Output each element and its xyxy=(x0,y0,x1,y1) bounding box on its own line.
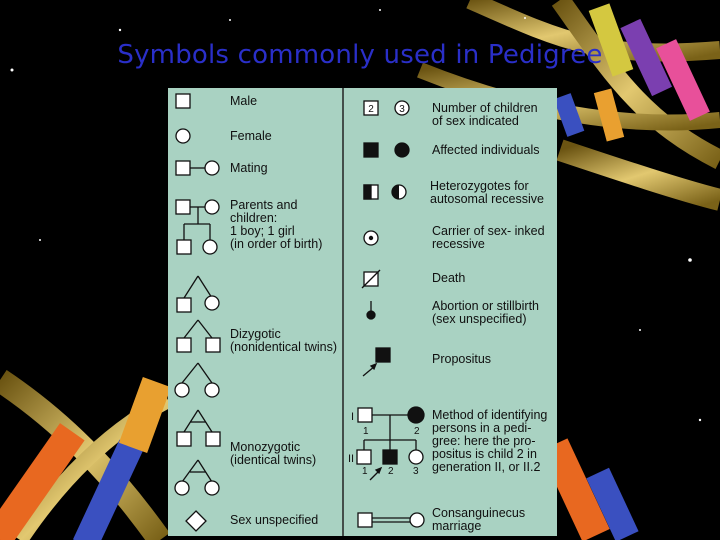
male-count: 2 xyxy=(368,104,374,115)
label-female: Female xyxy=(230,129,272,143)
slide-title: Symbols commonly used in Pedigree xyxy=(117,40,603,70)
child-three-number: 3 xyxy=(413,466,419,477)
label-monozygotic: Monozygotic (identical twins) xyxy=(230,440,317,467)
pedigree-symbols: 2 3 xyxy=(174,88,425,536)
pedigree-method-example: I II 1 2 1 2 3 xyxy=(348,406,425,481)
label-sex-unspecified: Sex unspecified xyxy=(230,513,319,527)
monozygotic-twins-symbols xyxy=(174,409,221,496)
label-affected: Affected individuals xyxy=(432,143,540,157)
affected-symbol xyxy=(363,142,410,158)
sex-unspecified-symbol xyxy=(185,510,207,532)
label-mating: Mating xyxy=(230,161,268,175)
label-propositus: Propositus xyxy=(432,352,492,366)
abortion-symbol xyxy=(366,301,376,320)
label-consanguineous: Consanguinecus marriage xyxy=(432,506,526,533)
label-method: Method of identifying persons in a pedi-… xyxy=(432,408,548,474)
heterozygote-symbol xyxy=(363,184,407,200)
parents-children-symbol xyxy=(175,199,220,255)
propositus-symbol xyxy=(362,347,391,377)
carrier-symbol xyxy=(363,230,379,246)
death-symbol xyxy=(361,269,381,289)
generation-two-label: II xyxy=(348,453,354,465)
label-heterozygotes: Heterozygotes for autosomal recessive xyxy=(430,179,544,206)
generation-one-label: I xyxy=(351,411,354,423)
number-of-children-symbol: 2 3 xyxy=(363,100,410,116)
parent-one-number: 1 xyxy=(363,426,369,437)
label-male: Male xyxy=(230,94,258,108)
label-death: Death xyxy=(432,271,466,285)
label-dizygotic: Dizygotic (nonidentical twins) xyxy=(230,327,337,354)
mating-symbol xyxy=(175,160,220,176)
male-symbol xyxy=(175,93,191,109)
consanguineous-symbol xyxy=(357,512,425,528)
parent-two-number: 2 xyxy=(414,426,420,437)
label-abortion: Abortion or stillbirth (sex unspecified) xyxy=(432,299,539,326)
child-two-number: 2 xyxy=(388,466,394,477)
dizygotic-twins-symbols xyxy=(174,275,221,398)
label-carrier: Carrier of sex- inked recessive xyxy=(432,224,545,251)
female-symbol xyxy=(175,128,191,144)
female-count: 3 xyxy=(399,104,405,115)
label-number-of-children: Number of children of sex indicated xyxy=(432,101,538,128)
pedigree-legend-panel: 2 3 xyxy=(168,88,557,536)
label-parents-children: Parents and children: 1 boy; 1 girl (in … xyxy=(230,198,323,251)
child-one-number: 1 xyxy=(362,466,368,477)
